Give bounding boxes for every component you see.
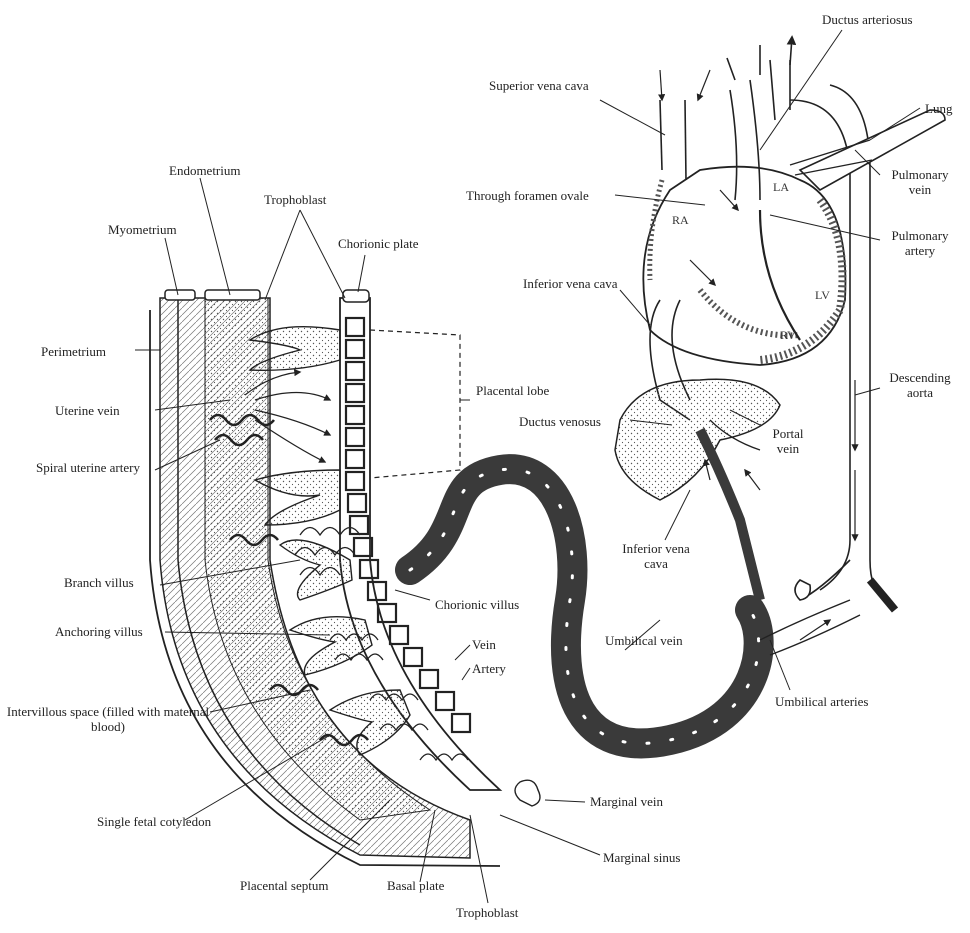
- label-ductus-venosus: Ductus venosus: [519, 414, 601, 429]
- left-ventricle-label: LV: [815, 288, 830, 303]
- label-umbilical-vein: Umbilical vein: [605, 633, 683, 648]
- label-myometrium: Myometrium: [108, 222, 177, 237]
- label-through-foramen-ovale: Through foramen ovale: [466, 188, 589, 203]
- label-inferior-vena-cava-liver: Inferior vena cava: [618, 541, 694, 571]
- label-spiral-uterine-artery: Spiral uterine artery: [29, 460, 147, 475]
- label-ductus-arteriosus: Ductus arteriosus: [822, 12, 913, 27]
- label-trophoblast-top: Trophoblast: [264, 192, 326, 207]
- label-intervillous-space: Intervillous space (filled with maternal…: [4, 704, 212, 734]
- label-marginal-sinus: Marginal sinus: [603, 850, 680, 865]
- placenta-section: [150, 290, 540, 866]
- label-superior-vena-cava: Superior vena cava: [489, 78, 589, 93]
- label-branch-villus: Branch villus: [64, 575, 134, 590]
- placental-lobe-outline: [370, 330, 460, 478]
- label-anchoring-villus: Anchoring villus: [55, 624, 143, 639]
- label-uterine-vein: Uterine vein: [55, 403, 120, 418]
- label-placental-septum: Placental septum: [240, 878, 328, 893]
- label-marginal-vein: Marginal vein: [590, 794, 663, 809]
- label-pulmonary-artery: Pulmonary artery: [884, 228, 956, 258]
- label-inferior-vena-cava-top: Inferior vena cava: [523, 276, 618, 291]
- label-chorionic-villus: Chorionic villus: [435, 597, 519, 612]
- label-single-fetal-cotyledon: Single fetal cotyledon: [97, 814, 211, 829]
- label-portal-vein: Portal vein: [766, 426, 810, 456]
- label-artery: Artery: [472, 661, 506, 676]
- label-placental-lobe: Placental lobe: [476, 383, 549, 398]
- left-atrium-label: LA: [773, 180, 789, 195]
- label-basal-plate: Basal plate: [387, 878, 444, 893]
- label-vein: Vein: [472, 637, 496, 652]
- right-atrium-label: RA: [672, 213, 689, 228]
- label-descending-aorta: Descending aorta: [880, 370, 960, 400]
- label-lung: Lung: [925, 101, 952, 116]
- label-perimetrium: Perimetrium: [41, 344, 106, 359]
- label-chorionic-plate: Chorionic plate: [338, 236, 419, 251]
- liver: [615, 379, 780, 500]
- label-trophoblast-bottom: Trophoblast: [456, 905, 518, 920]
- label-endometrium: Endometrium: [169, 163, 241, 178]
- label-pulmonary-vein: Pulmonary vein: [884, 167, 956, 197]
- label-umbilical-arteries: Umbilical arteries: [775, 694, 869, 709]
- right-ventricle-label: RV: [780, 328, 796, 343]
